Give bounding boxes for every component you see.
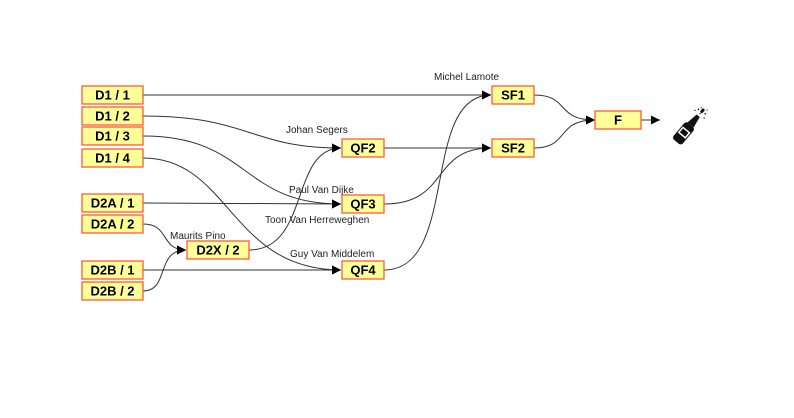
- label-paul-van-dijke: Paul Van Dijke: [289, 185, 354, 196]
- svg-text:D2A / 2: D2A / 2: [91, 217, 135, 232]
- edge-d1-2-qf2: [142, 115, 342, 153]
- svg-text:D1 / 1: D1 / 1: [95, 88, 130, 103]
- edge-qf3-sf2: [383, 143, 492, 205]
- svg-text:QF4: QF4: [350, 263, 376, 278]
- node-sf1[interactable]: SF1: [491, 85, 535, 105]
- edge-d1-3-qf3: [142, 135, 342, 209]
- node-d2x-2[interactable]: D2X / 2: [186, 240, 250, 260]
- node-d2b-1[interactable]: D2B / 1: [81, 260, 144, 280]
- node-d1-3[interactable]: D1 / 3: [81, 126, 144, 146]
- svg-text:D1 / 4: D1 / 4: [95, 151, 130, 166]
- edge-d2a-1-qf3: [142, 199, 342, 209]
- node-d2b-2[interactable]: D2B / 2: [81, 281, 144, 301]
- svg-text:D2X / 2: D2X / 2: [196, 243, 239, 258]
- svg-text:SF2: SF2: [501, 141, 525, 156]
- label-toon-van-herreweghen: Toon Van Herreweghen: [265, 215, 369, 226]
- svg-text:D1 / 2: D1 / 2: [95, 109, 130, 124]
- svg-text:F: F: [614, 113, 622, 128]
- node-qf4[interactable]: QF4: [341, 260, 385, 280]
- label-maurits-pino: Maurits Pino: [170, 231, 226, 242]
- node-d1-4[interactable]: D1 / 4: [81, 148, 144, 168]
- edge-d2x-2-qf2: [248, 143, 342, 251]
- edge-sf1-f: [533, 94, 596, 125]
- edge-d1-4-qf4: [142, 157, 342, 275]
- node-d1-2[interactable]: D1 / 2: [81, 106, 144, 126]
- svg-text:SF1: SF1: [501, 88, 525, 103]
- node-d2a-1[interactable]: D2A / 1: [81, 193, 144, 213]
- label-michel-lamote: Michel Lamote: [434, 72, 499, 83]
- node-d1-1[interactable]: D1 / 1: [81, 85, 144, 105]
- label-guy-van-middelem: Guy Van Middelem: [290, 249, 374, 260]
- node-qf2[interactable]: QF2: [341, 138, 385, 158]
- node-sf2[interactable]: SF2: [491, 138, 535, 158]
- edge-sf2-f: [533, 115, 596, 149]
- node-qf3[interactable]: QF3: [341, 194, 385, 214]
- edge-qf4-sf1: [383, 90, 492, 271]
- label-johan-segers: Johan Segers: [286, 125, 348, 136]
- svg-text:D1 / 3: D1 / 3: [95, 129, 130, 144]
- svg-text:QF2: QF2: [350, 141, 375, 156]
- svg-text:QF3: QF3: [350, 197, 375, 212]
- node-d2a-2[interactable]: D2A / 2: [81, 214, 144, 234]
- node-f[interactable]: F: [594, 110, 642, 130]
- svg-text:D2B / 2: D2B / 2: [90, 284, 134, 299]
- svg-text:D2A / 1: D2A / 1: [91, 196, 135, 211]
- svg-text:D2B / 1: D2B / 1: [90, 263, 134, 278]
- champagne-bottle-icon: [673, 107, 708, 145]
